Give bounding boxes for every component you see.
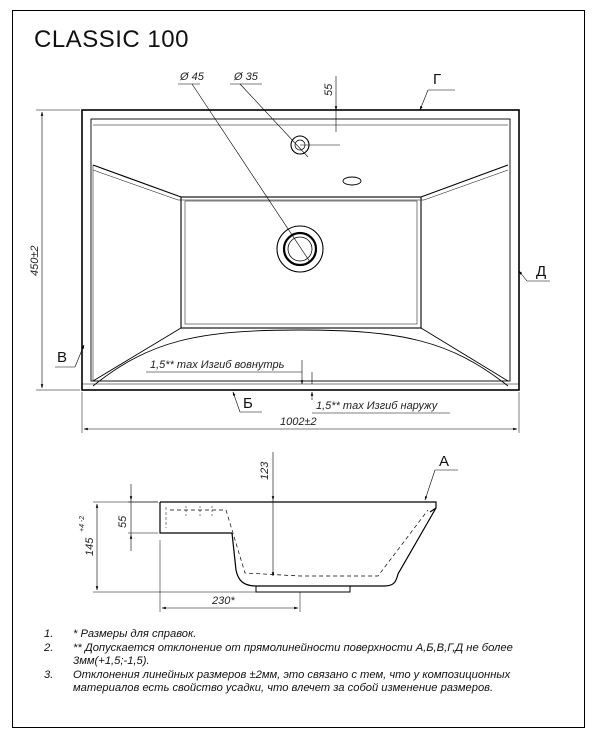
dim-diameter-35: Ø 35	[233, 71, 259, 83]
side-view	[93, 452, 458, 612]
bend-inward-note: 1,5** max Изгиб вовнутрь	[150, 359, 285, 371]
dim-55-top: 55	[323, 83, 335, 96]
note-text: ** Допускается отклонение от прямолинейн…	[73, 642, 513, 667]
dim-55-side: 55	[117, 515, 129, 528]
drain-ring	[282, 231, 318, 267]
dim-1002: 1002±2	[280, 416, 317, 428]
dim-145-tolerance: +4 -2	[79, 516, 86, 532]
surface-label-g: Г	[433, 71, 441, 88]
surface-label-d: Д	[536, 263, 546, 280]
drain-neck	[255, 586, 351, 593]
top-view	[36, 76, 550, 433]
bend-outward-note: 1,5** max Изгиб наружу	[316, 400, 439, 412]
basin-outline	[81, 109, 520, 391]
overflow-slot	[342, 176, 362, 186]
notes-list: 1. * Размеры для справок. 2. ** Допускае…	[44, 628, 564, 696]
note-text: Отклонения линейных размеров ±2мм, это с…	[73, 669, 511, 694]
note-number: 1.	[44, 628, 54, 640]
inner-profile	[170, 509, 429, 577]
dim-145: 145	[84, 537, 96, 556]
drawing-title: CLASSIC 100	[34, 26, 189, 53]
note-item: 3. Отклонения линейных размеров ±2мм, эт…	[44, 669, 564, 695]
dim-diameter-45: Ø 45	[179, 71, 205, 83]
drain-outer	[276, 225, 324, 273]
basin-rim	[90, 118, 511, 382]
drawing-frame	[12, 10, 585, 728]
dim-230: 230*	[211, 595, 235, 607]
note-text: * Размеры для справок.	[73, 628, 197, 640]
bowl-profile	[231, 507, 437, 587]
bowl-floor	[180, 196, 422, 329]
dim-450: 450±2	[29, 245, 41, 276]
note-number: 3.	[44, 669, 54, 681]
note-item: 1. * Размеры для справок.	[44, 628, 564, 641]
surface-label-a: А	[439, 453, 449, 470]
dim-123: 123	[259, 461, 271, 480]
surface-label-b: Б	[243, 395, 253, 412]
surface-label-v: В	[57, 349, 67, 366]
note-item: 2. ** Допускается отклонение от прямолин…	[44, 642, 564, 668]
note-number: 2.	[44, 642, 54, 654]
